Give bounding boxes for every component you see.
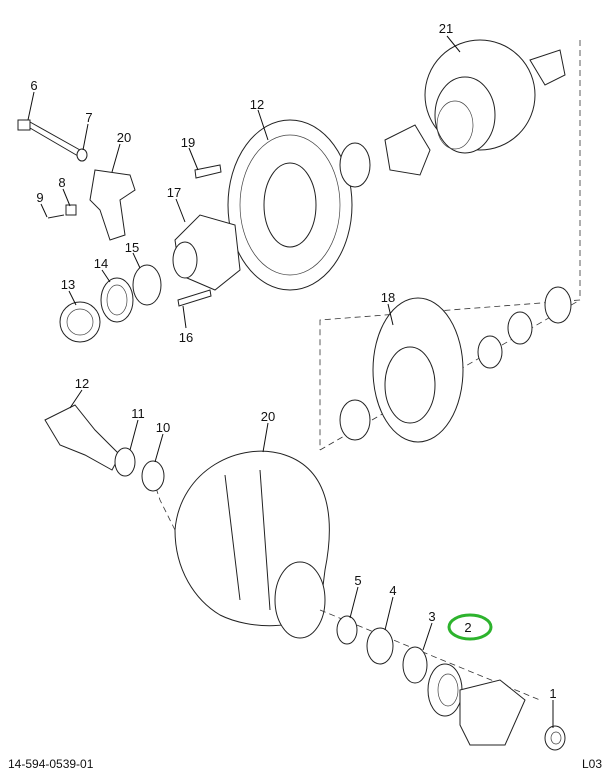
bearing (477, 335, 503, 369)
callout-8[interactable]: 8 (58, 175, 65, 190)
washer-part-7[interactable] (76, 148, 88, 162)
oil-seal-part-5[interactable] (336, 615, 358, 645)
callout-19[interactable]: 19 (181, 135, 195, 150)
callout-3[interactable]: 3 (428, 609, 435, 624)
callout-2[interactable]: 2 (464, 620, 471, 635)
callout-12[interactable]: 12 (250, 97, 264, 112)
leader-lines (27, 35, 554, 728)
bearing-part-11[interactable] (114, 447, 136, 477)
callout-7[interactable]: 7 (85, 110, 92, 125)
ring-gear-part-12[interactable] (227, 119, 353, 291)
callout-16[interactable]: 16 (179, 330, 193, 345)
callout-20-housing[interactable]: 20 (261, 409, 275, 424)
bearing-cup-part-14[interactable] (100, 277, 134, 323)
differential-case-part-17[interactable] (172, 214, 241, 291)
callout-6[interactable]: 6 (30, 78, 37, 93)
sheet-code: L03 (581, 757, 602, 771)
yoke (459, 679, 526, 746)
bearing-cone (544, 286, 572, 324)
nut-part-1[interactable] (544, 725, 566, 751)
bearing-cup-part-10[interactable] (141, 460, 165, 492)
callout-18[interactable]: 18 (381, 290, 395, 305)
carrier-housing-part-20[interactable] (174, 450, 330, 639)
callout-11[interactable]: 11 (131, 406, 145, 421)
screw-part-9[interactable] (47, 214, 65, 219)
part-number: 14-594-0539-01 (8, 757, 94, 771)
bearing-part-15[interactable] (132, 264, 162, 306)
bolt-part-6[interactable] (17, 119, 81, 157)
bearing-cap-part-20[interactable] (89, 169, 136, 241)
bearing-cup (507, 311, 533, 345)
bearing-cone-part-3[interactable] (402, 646, 428, 684)
callout-17[interactable]: 17 (167, 185, 181, 200)
group-boundary (319, 40, 581, 450)
seal-part-2[interactable] (427, 663, 463, 717)
thrust-washer (339, 399, 371, 441)
callout-5[interactable]: 5 (354, 573, 361, 588)
callout-21[interactable]: 21 (439, 21, 453, 36)
differential-case-part-21[interactable] (424, 39, 566, 154)
lock-plate-part-8[interactable] (65, 204, 77, 216)
highlight-ring (447, 613, 493, 641)
callout-9[interactable]: 9 (36, 190, 43, 205)
callout-12-pinion[interactable]: 12 (75, 376, 89, 391)
side-gear (384, 124, 431, 176)
callout-14[interactable]: 14 (94, 256, 108, 271)
callouts: 6 7 20 19 12 21 17 8 9 15 14 13 16 18 12… (30, 21, 556, 701)
flange-part-18[interactable] (372, 297, 464, 443)
callout-13[interactable]: 13 (61, 277, 75, 292)
thrust-washer (339, 142, 371, 188)
pinion-part-12[interactable] (44, 404, 121, 471)
bearing-cup-part-4[interactable] (366, 627, 394, 665)
callout-15[interactable]: 15 (125, 240, 139, 255)
bolt-part-19[interactable] (194, 164, 222, 179)
callout-10[interactable]: 10 (156, 420, 170, 435)
bolt-part-16[interactable] (177, 289, 212, 307)
callout-20[interactable]: 20 (117, 130, 131, 145)
adjusting-ring-part-13[interactable] (59, 301, 101, 343)
callout-4[interactable]: 4 (389, 583, 396, 598)
callout-1[interactable]: 1 (549, 686, 556, 701)
